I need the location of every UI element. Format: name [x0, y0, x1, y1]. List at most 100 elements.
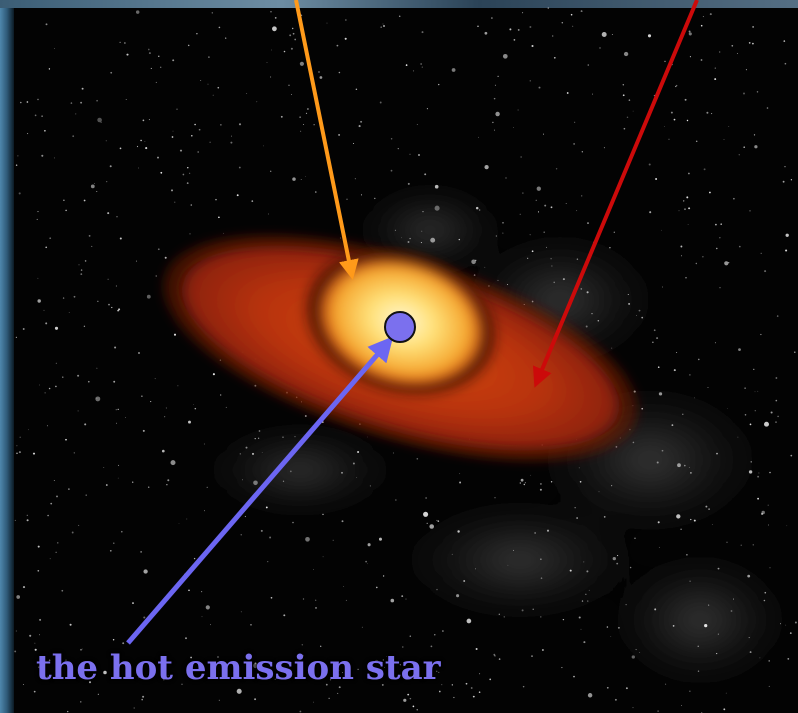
left-edge-strip	[0, 0, 14, 713]
background-star	[767, 524, 770, 526]
background-star	[217, 86, 220, 89]
background-star	[550, 206, 553, 209]
background-star	[641, 316, 644, 319]
background-star	[132, 481, 134, 483]
background-star	[300, 179, 302, 181]
background-star	[336, 44, 339, 47]
background-star	[352, 462, 355, 465]
background-star	[22, 586, 26, 589]
background-star	[398, 15, 401, 18]
background-star	[614, 698, 617, 701]
background-star	[312, 568, 314, 570]
background-star	[776, 315, 779, 317]
background-star	[675, 85, 677, 88]
background-star	[687, 172, 690, 175]
background-star	[484, 31, 488, 35]
background-star	[494, 497, 496, 499]
background-star	[61, 589, 64, 592]
background-star	[26, 101, 29, 103]
background-star	[597, 320, 600, 322]
background-star	[459, 481, 462, 484]
background-star	[368, 677, 370, 678]
background-star	[257, 437, 260, 439]
background-star	[236, 688, 242, 694]
background-star	[757, 497, 759, 500]
background-star	[670, 111, 673, 114]
background-star	[748, 42, 751, 44]
background-star	[341, 471, 343, 474]
background-star	[530, 474, 532, 476]
background-star	[438, 690, 441, 693]
background-star	[338, 686, 341, 689]
background-star	[146, 294, 151, 299]
background-star	[785, 233, 789, 237]
background-star	[37, 211, 39, 213]
background-star	[68, 488, 70, 490]
background-star	[187, 167, 189, 169]
background-star	[186, 518, 188, 520]
background-star	[165, 407, 167, 409]
background-star	[540, 558, 542, 560]
background-star	[75, 113, 77, 115]
background-star	[289, 470, 292, 473]
background-star	[459, 473, 461, 475]
background-star	[763, 599, 766, 602]
background-star	[381, 683, 384, 686]
background-star	[217, 656, 219, 658]
background-star	[611, 347, 613, 349]
background-star	[346, 198, 348, 200]
background-star	[34, 114, 37, 117]
background-star	[80, 269, 83, 271]
background-star	[55, 362, 57, 364]
background-star	[507, 564, 509, 566]
background-star	[256, 101, 258, 103]
background-star	[519, 482, 521, 484]
background-star	[705, 505, 708, 508]
background-star	[367, 543, 371, 547]
background-star	[689, 56, 691, 58]
background-star	[299, 61, 304, 66]
background-star	[197, 151, 200, 153]
background-star	[416, 124, 418, 126]
background-star	[280, 115, 283, 118]
background-star	[420, 242, 422, 244]
background-star	[354, 178, 356, 180]
background-star	[209, 624, 211, 626]
background-star	[212, 373, 215, 376]
background-star	[70, 102, 73, 104]
background-star	[299, 116, 301, 118]
background-star	[45, 322, 48, 325]
background-star	[665, 683, 667, 685]
background-star	[684, 464, 686, 467]
background-star	[753, 368, 755, 370]
background-star	[484, 266, 486, 268]
background-star	[267, 213, 269, 215]
background-star	[714, 67, 716, 69]
background-star	[288, 84, 290, 86]
background-star	[36, 218, 38, 220]
background-star	[426, 522, 428, 525]
background-star	[675, 84, 678, 87]
background-star	[26, 519, 29, 522]
background-star	[157, 156, 159, 159]
background-star	[550, 258, 552, 260]
background-star	[656, 461, 659, 464]
background-star	[19, 436, 21, 438]
background-star	[124, 42, 126, 44]
background-star	[329, 679, 332, 681]
background-star	[531, 300, 534, 303]
background-star	[142, 119, 145, 122]
background-star	[475, 206, 479, 210]
background-star	[470, 687, 473, 689]
background-star	[412, 70, 415, 72]
background-star	[536, 186, 541, 191]
background-star	[338, 71, 341, 74]
background-star	[566, 92, 569, 94]
background-star	[697, 645, 699, 647]
background-star	[543, 133, 544, 135]
background-star	[635, 649, 637, 651]
background-star	[627, 293, 629, 296]
background-star	[442, 630, 444, 632]
background-star	[535, 199, 537, 201]
background-star	[140, 551, 142, 553]
